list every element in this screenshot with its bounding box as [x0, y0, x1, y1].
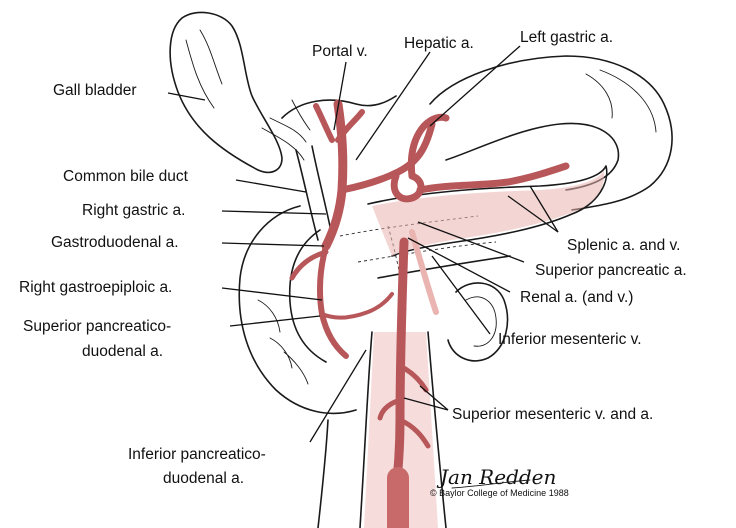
copyright-text: © Baylor College of Medicine 1988: [430, 488, 569, 498]
leader-gastroduodenal-a: [222, 243, 324, 246]
left-vessel-stub: [318, 420, 328, 528]
duct-branches: [262, 100, 310, 160]
sup-pancreaticoduodenal-artery: [322, 294, 392, 318]
label-portal-v: Portal v.: [312, 43, 368, 60]
leader-common-bile-duct: [236, 180, 306, 192]
label-common-bile-duct: Common bile duct: [63, 168, 189, 185]
label-left-gastric-a: Left gastric a.: [520, 29, 613, 46]
celiac-loop: [394, 176, 421, 199]
labels: Gall bladder Portal v. Hepatic a. Left g…: [19, 29, 687, 487]
leader-inf-pancreatico: [310, 350, 366, 442]
label-gall-bladder: Gall bladder: [53, 82, 137, 99]
common-bile-duct-outline: [296, 146, 332, 240]
label-right-gastric-a: Right gastric a.: [82, 202, 185, 219]
portal-branch-right: [316, 106, 332, 140]
label-superior-pancreatico-1: Superior pancreatico-: [23, 318, 171, 335]
label-superior-pancreatic-a: Superior pancreatic a.: [535, 262, 687, 279]
left-gastric-artery: [411, 117, 446, 176]
stomach-fold: [586, 70, 656, 132]
label-inferior-pancreatico-2: duodenal a.: [163, 470, 244, 487]
pancreas-lower: [378, 256, 510, 278]
leader-left-gastric-a: [430, 46, 520, 126]
duodenum-outline: [239, 206, 356, 413]
credits: Jan Redden © Baylor College of Medicine …: [430, 465, 569, 498]
leader-inf-mesenteric-v: [432, 256, 490, 334]
leader-gall-bladder: [168, 93, 205, 100]
gall-bladder-outline: [170, 12, 282, 172]
duodenal-vessels: [258, 300, 308, 384]
label-hepatic-a: Hepatic a.: [404, 35, 474, 52]
artist-signature: Jan Redden: [436, 465, 556, 489]
label-renal-a-v: Renal a. (and v.): [520, 289, 633, 306]
label-inferior-mesenteric-v: Inferior mesenteric v.: [498, 331, 642, 348]
label-inferior-pancreatico-1: Inferior pancreatico-: [128, 446, 266, 463]
label-superior-pancreatico-2: duodenal a.: [82, 343, 163, 360]
label-superior-mesenteric-v-a: Superior mesenteric v. and a.: [452, 406, 653, 423]
intestine-loop: [448, 283, 507, 361]
label-splenic-a-v: Splenic a. and v.: [567, 237, 680, 254]
label-right-gastroepiploic-a: Right gastroepiploic a.: [19, 279, 172, 296]
gall-bladder-fold: [186, 30, 222, 108]
leader-right-gastroepiploic-a: [222, 288, 322, 300]
label-gastroduodenal-a: Gastroduodenal a.: [51, 234, 179, 251]
gastroduodenal-artery: [320, 246, 346, 356]
